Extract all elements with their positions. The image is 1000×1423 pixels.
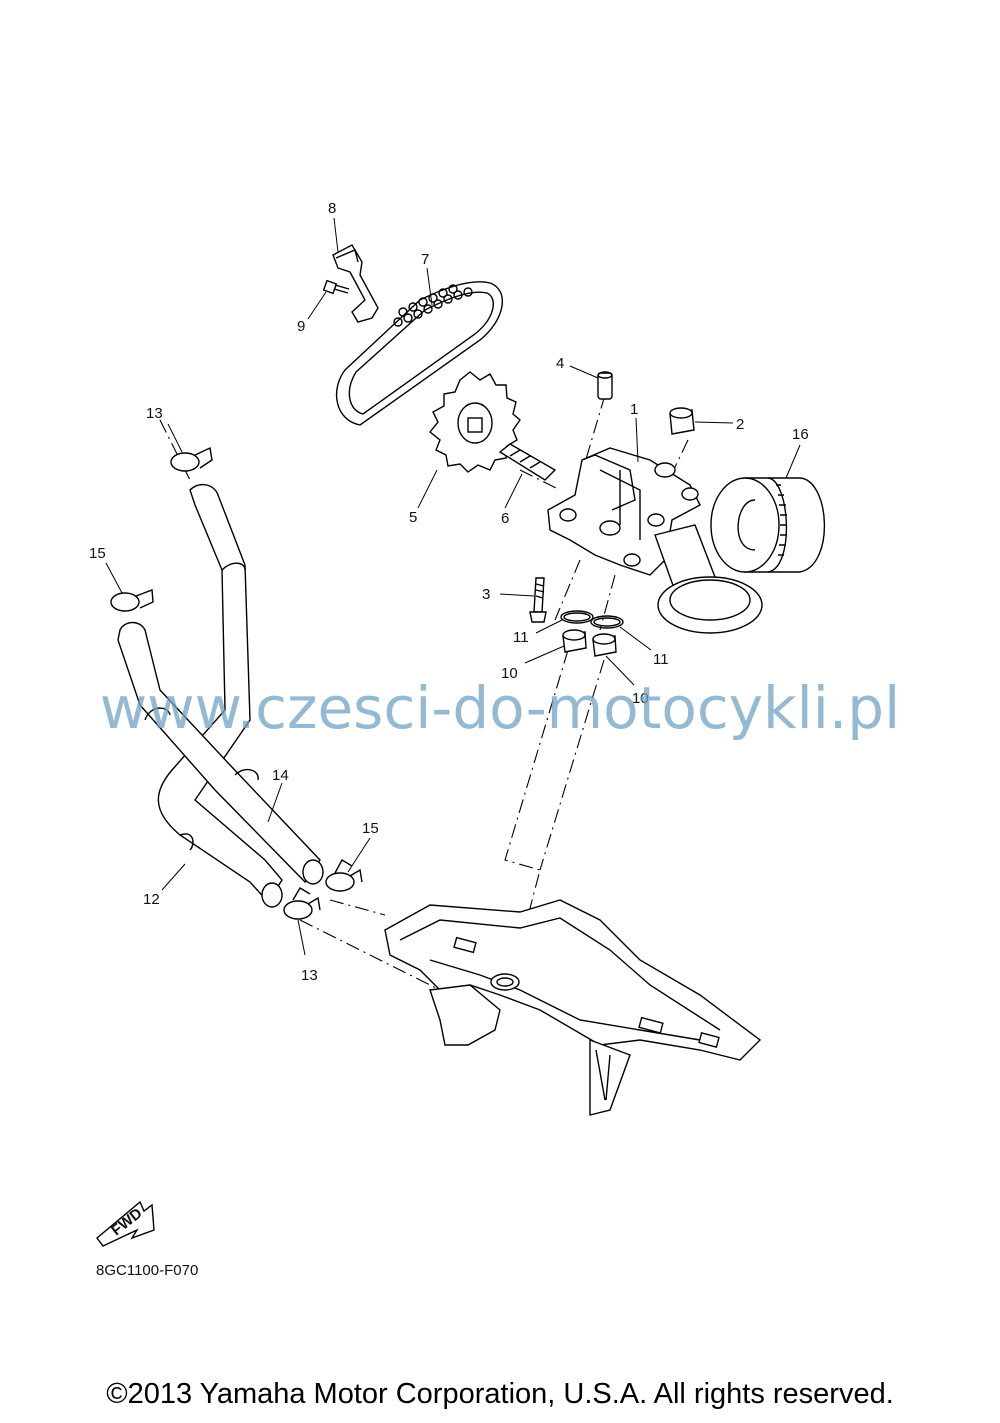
callout-14: 14	[272, 767, 289, 784]
o-rings	[560, 610, 624, 629]
pump-bolt	[529, 577, 547, 623]
callout-4: 4	[556, 355, 564, 372]
copyright-notice: ©2013 Yamaha Motor Corporation, U.S.A. A…	[106, 1378, 894, 1410]
oil-filter	[710, 477, 826, 573]
callout-15a: 15	[89, 545, 106, 562]
callout-13a: 13	[146, 405, 163, 422]
pump-shaft	[498, 443, 557, 481]
callout-2: 2	[736, 416, 744, 433]
callout-11b: 11	[653, 651, 669, 668]
callout-5: 5	[409, 509, 417, 526]
callout-11a: 11	[513, 629, 529, 646]
part-code: 8GC1100-F070	[96, 1262, 198, 1279]
callout-7: 7	[421, 251, 429, 268]
chain-guide-bolt	[322, 279, 350, 295]
callout-12: 12	[143, 891, 160, 908]
callout-3: 3	[482, 586, 490, 603]
callout-13b: 13	[301, 967, 318, 984]
oil-pump-sprocket	[429, 371, 521, 473]
cam-chain	[335, 281, 504, 426]
callout-6: 6	[501, 510, 509, 527]
callout-1: 1	[630, 401, 638, 418]
oil-pump-assembly	[547, 447, 763, 634]
callout-8: 8	[328, 200, 336, 217]
dowel-collars	[562, 629, 617, 657]
callout-16: 16	[792, 426, 809, 443]
hose-clamps	[110, 446, 363, 920]
callout-10b: 10	[632, 690, 649, 707]
watermark: www.czesci-do-motocykli.pl	[100, 674, 901, 742]
fwd-arrow-icon: FWD	[96, 1200, 155, 1247]
callout-numbers: 1 2 3 4 5 6 7 8 9 10 10 11 11 12 13 13 1…	[89, 200, 809, 984]
oil-hose-12	[157, 483, 283, 908]
leader-lines	[105, 217, 801, 956]
oil-pan	[384, 899, 762, 1116]
callout-9: 9	[297, 318, 305, 335]
callout-10a: 10	[501, 665, 518, 682]
dowel-pin	[597, 371, 613, 400]
callout-15b: 15	[362, 820, 379, 837]
chain-guide	[332, 244, 379, 323]
chain-links	[393, 284, 473, 327]
collar	[669, 407, 695, 435]
